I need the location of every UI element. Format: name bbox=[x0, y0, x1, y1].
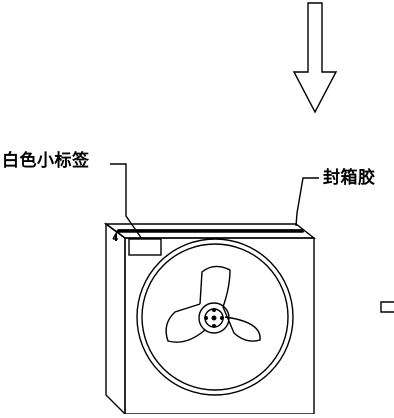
sealing-tape bbox=[112, 229, 305, 241]
white-sticker-label: 白色小标签 bbox=[2, 151, 90, 171]
white-sticker bbox=[128, 238, 162, 256]
sealing-tape-label: 封箱胶 bbox=[323, 168, 376, 188]
leader-line-tape bbox=[295, 177, 319, 227]
box-left-side bbox=[105, 222, 126, 416]
partial-shape-fragment bbox=[380, 301, 394, 313]
down-arrow-icon bbox=[292, 2, 338, 114]
leader-line-white-sticker bbox=[110, 163, 143, 240]
box-front-face bbox=[124, 237, 315, 415]
fan-icon bbox=[136, 238, 294, 396]
